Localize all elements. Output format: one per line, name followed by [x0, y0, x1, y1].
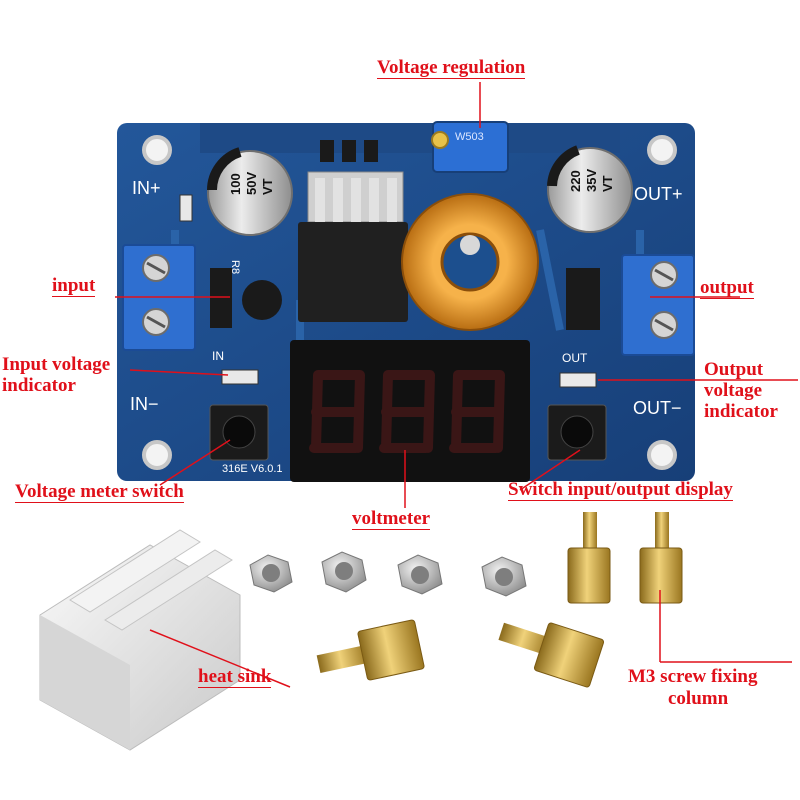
toroid-inductor [401, 193, 539, 331]
input-led [221, 369, 259, 385]
potentiometer [431, 121, 509, 173]
output-voltage-indicator-label-line1: Output [704, 359, 764, 380]
in-minus-label: IN− [130, 394, 159, 414]
output-display-switch-button[interactable] [547, 404, 607, 461]
output-led [559, 372, 597, 388]
cap-left-line2: 50V [244, 172, 259, 195]
in-plus-label: IN+ [132, 178, 161, 198]
hex-nut [397, 554, 443, 595]
switch-display-label: Switch input/output display [508, 479, 733, 501]
input-label: input [52, 275, 96, 297]
capacitor-right [547, 145, 633, 233]
out-small-label: OUT [562, 351, 588, 365]
output-terminal-block [621, 254, 695, 356]
brass-standoff [567, 512, 611, 604]
out-minus-label: OUT− [633, 398, 682, 418]
m3-column-label-line2: column [668, 688, 729, 709]
mounting-hole-icon [142, 135, 677, 470]
heat-sink-label: heat sink [198, 666, 272, 688]
input-voltage-indicator-label-line1: Input voltage [2, 354, 111, 375]
cap-right-line1: 220 [568, 170, 583, 192]
cap-left-line1: 100 [228, 173, 243, 195]
r8-label: R8 [229, 260, 241, 274]
capacitor-left [207, 147, 293, 236]
regulator-chip [298, 171, 408, 322]
brass-standoff [316, 619, 425, 681]
m3-column-label-line1: M3 screw fixing [628, 666, 758, 687]
pot-label: W503 [455, 131, 484, 143]
brass-standoff [639, 512, 683, 604]
voltage-meter-switch-button[interactable] [209, 404, 269, 461]
smd-components [179, 140, 600, 330]
heat-sink [39, 529, 241, 751]
output-voltage-indicator-label-line3: indicator [704, 401, 778, 422]
input-voltage-indicator-label-line2: indicator [2, 375, 76, 396]
brass-standoff [498, 622, 605, 688]
callout-lines [115, 82, 798, 688]
voltage-regulation-label: Voltage regulation [377, 57, 526, 79]
hex-nut [321, 551, 367, 593]
hex-nut [481, 556, 527, 597]
voltmeter-label: voltmeter [352, 508, 431, 530]
output-label: output [700, 277, 754, 299]
output-voltage-indicator-label-line2: voltage [704, 380, 763, 401]
out-plus-label: OUT+ [634, 184, 683, 204]
board-version-label: 316E V6.0.1 [222, 463, 283, 475]
cap-right-line3: VT [600, 175, 615, 192]
cap-left-line3: VT [260, 178, 275, 195]
voltage-meter-switch-label: Voltage meter switch [15, 481, 184, 503]
hex-nut [249, 554, 293, 593]
voltmeter-display [290, 340, 530, 482]
in-small-label: IN [212, 349, 224, 363]
cap-right-line2: 35V [584, 169, 599, 192]
